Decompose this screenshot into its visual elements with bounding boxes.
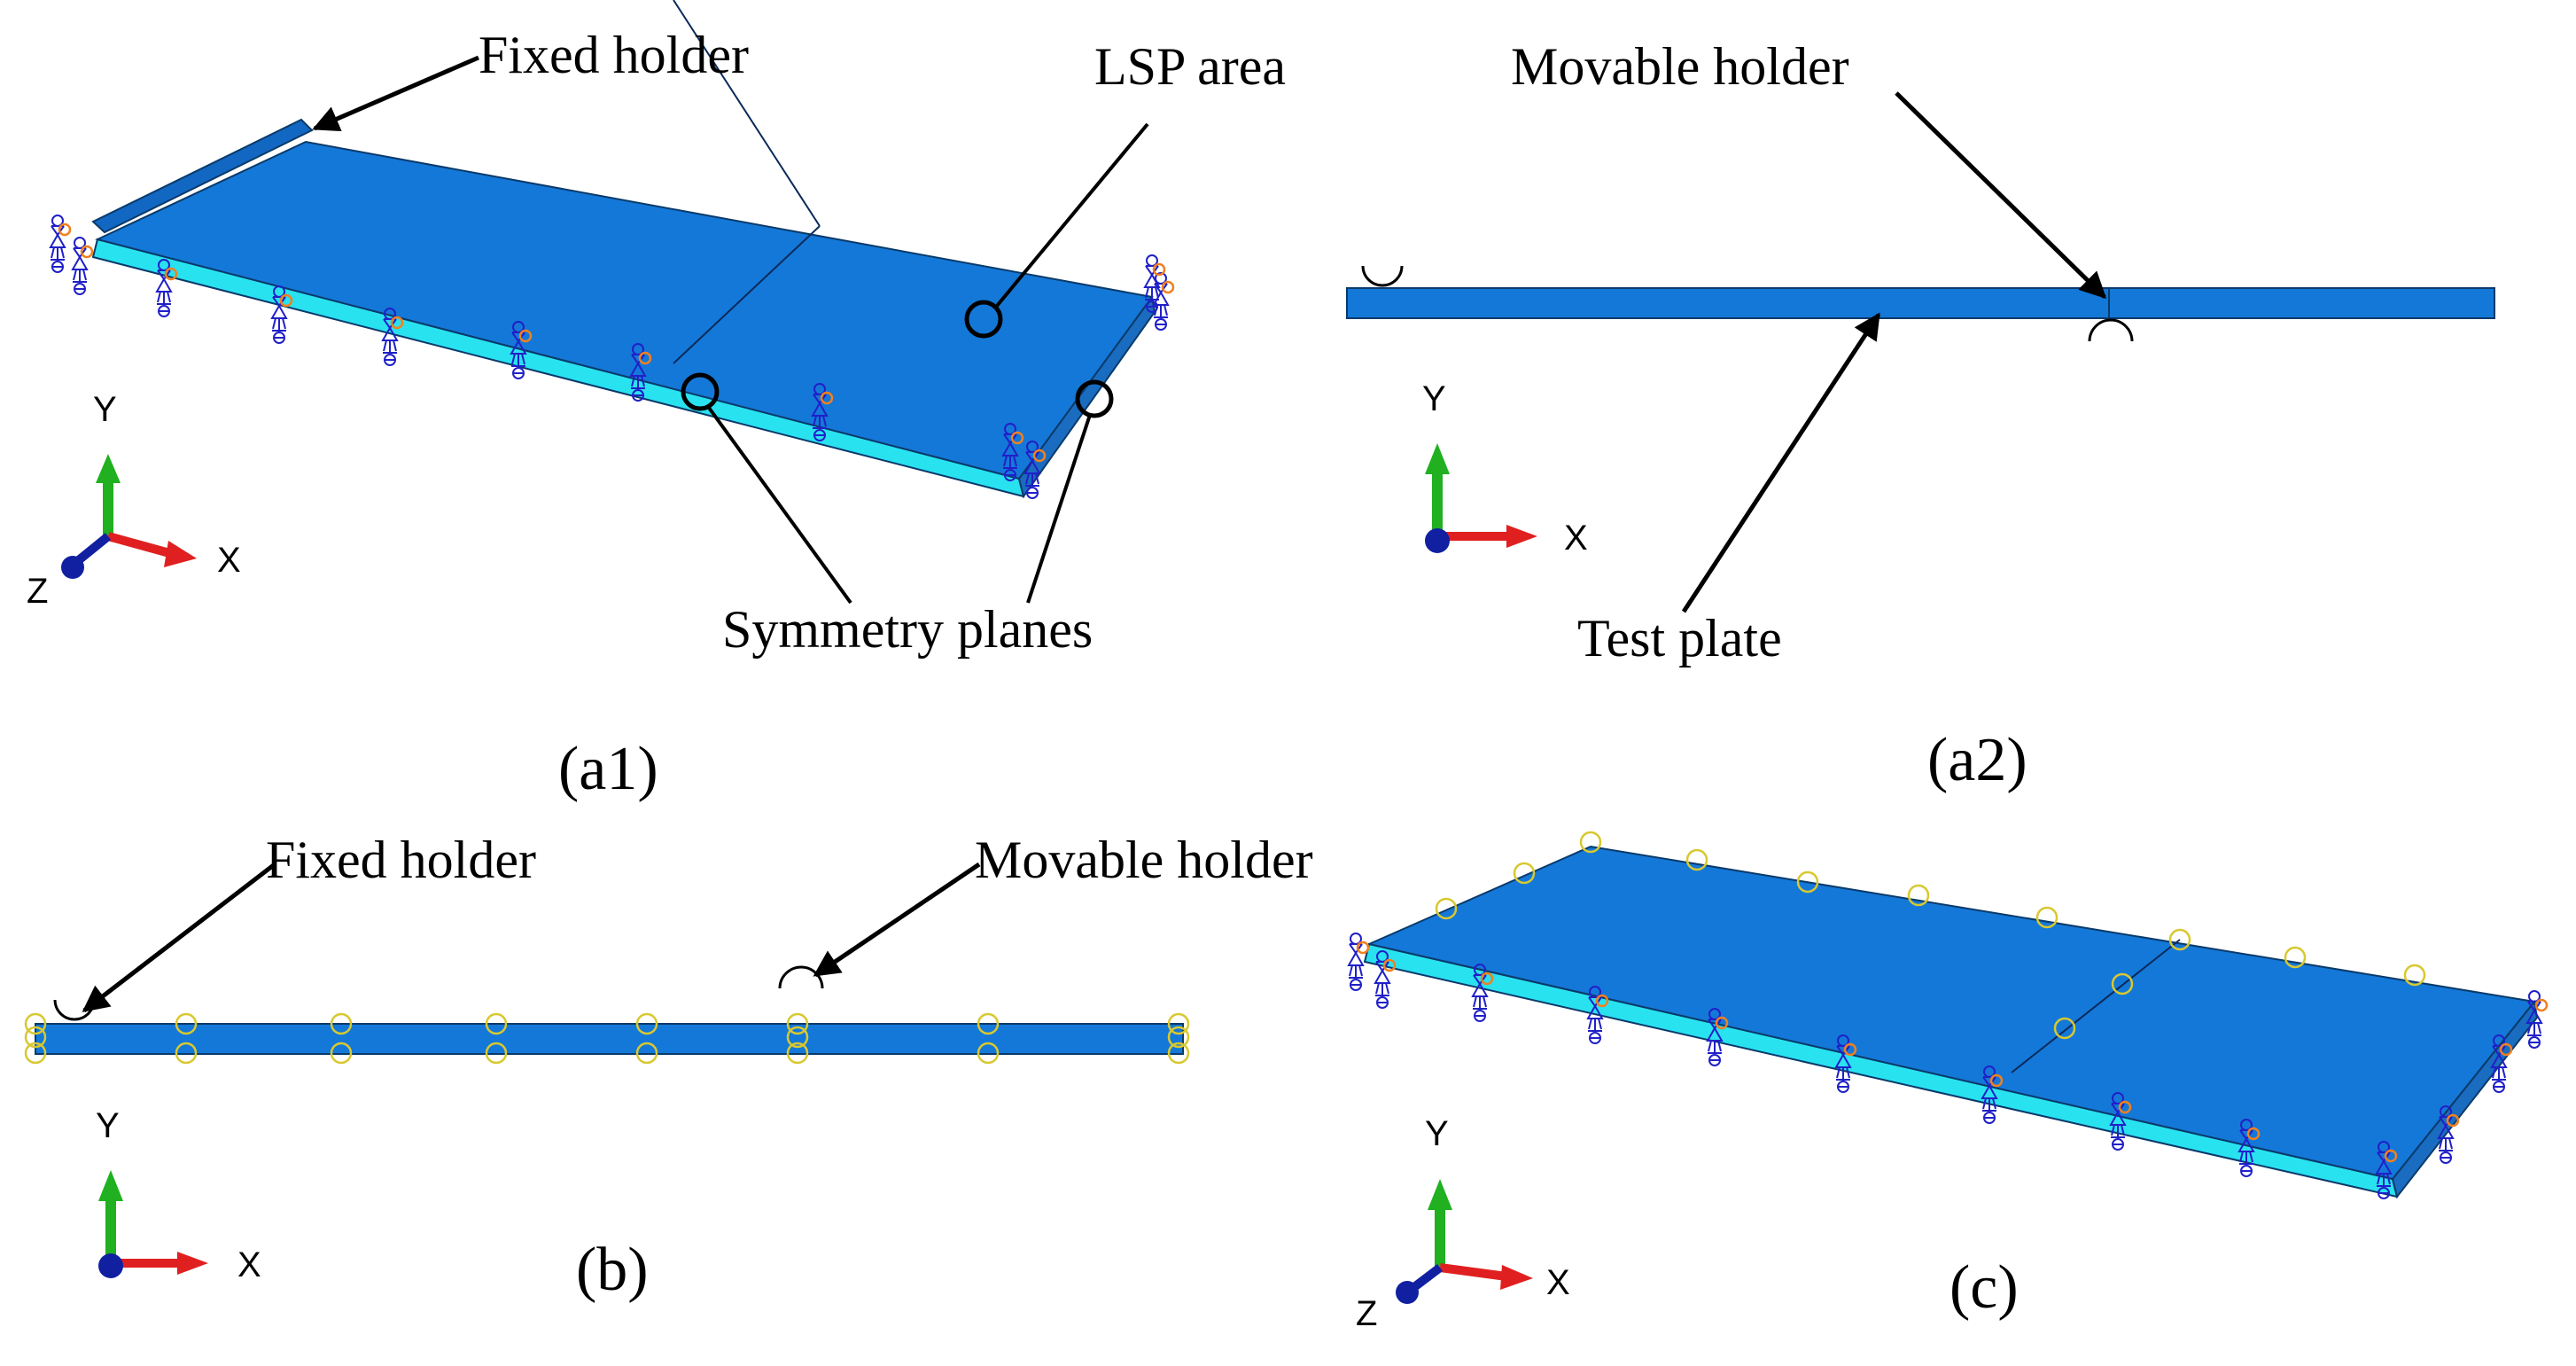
holder-icon-a2-movable (2088, 318, 2134, 342)
label-a1-fixed-holder: Fixed holder (479, 26, 749, 84)
caption-b: (b) (576, 1236, 649, 1304)
label-a1-lsp-area: LSP area (1094, 37, 1286, 96)
svg-text:Y: Y (1425, 1114, 1449, 1153)
panel-a2: Movable holder Test plate (a2) Y X (1346, 37, 2495, 794)
axis-triad-b: Y X (96, 1106, 261, 1284)
svg-text:X: X (1546, 1263, 1570, 1302)
svg-text:X: X (237, 1245, 261, 1284)
axis-triad-c: Y X Z (1356, 1114, 1570, 1333)
label-b-movable-holder: Movable holder (975, 831, 1313, 889)
caption-a1: (a1) (558, 735, 658, 803)
label-a2-test-plate: Test plate (1577, 609, 1782, 667)
symmetry-marker-1 (681, 372, 720, 411)
panel-c: (c) Y X Z (1347, 831, 2549, 1333)
label-b-fixed-holder: Fixed holder (266, 831, 536, 889)
axis-triad-a1: Y X Z (27, 390, 241, 611)
svg-text:X: X (217, 541, 241, 580)
svg-text:Y: Y (93, 390, 117, 429)
symmetry-marker-2 (1075, 379, 1114, 418)
panel-a1: Fixed holder LSP area Symmetry planes (a… (27, 0, 1286, 803)
svg-text:X: X (1564, 519, 1588, 558)
svg-text:Y: Y (96, 1106, 120, 1145)
svg-text:Z: Z (27, 572, 48, 611)
lsp-area-marker (964, 300, 1003, 339)
svg-text:Z: Z (1356, 1294, 1377, 1333)
label-a1-symmetry-planes: Symmetry planes (722, 600, 1093, 659)
caption-a2: (a2) (1927, 726, 2027, 794)
holder-icon-a2-fixed (1361, 265, 1404, 287)
holder-icon-b-movable (778, 965, 824, 989)
label-a2-movable-holder: Movable holder (1511, 37, 1849, 96)
svg-text:Y: Y (1422, 379, 1446, 418)
caption-c: (c) (1950, 1253, 2019, 1322)
panel-b: Fixed holder Movable holder (b) Y X (24, 831, 1313, 1304)
axis-triad-a2: Y X (1422, 379, 1588, 558)
